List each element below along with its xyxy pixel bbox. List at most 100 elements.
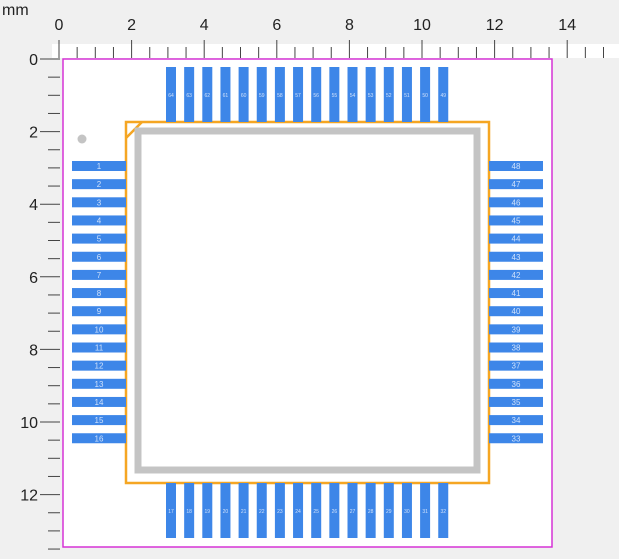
pad-rect	[220, 483, 231, 538]
pin-number: 26	[332, 509, 338, 515]
pad-rect	[489, 197, 543, 208]
pin-number: 45	[512, 216, 521, 225]
pin-number: 27	[350, 509, 356, 515]
pin-number: 19	[205, 509, 211, 515]
pin-number: 20	[223, 509, 229, 515]
pad-rect	[72, 360, 126, 371]
y-axis-label: 0	[29, 52, 38, 69]
pad-rect	[383, 483, 394, 538]
pad-left: 7	[72, 269, 126, 280]
pin-number: 23	[277, 509, 283, 515]
pin-number: 10	[95, 325, 104, 334]
pad-rect	[202, 67, 213, 122]
pad-bottom: 32	[438, 483, 449, 538]
pad-top: 57	[293, 67, 304, 122]
pad-left: 10	[72, 324, 126, 335]
pin-number: 3	[97, 198, 102, 207]
pad-rect	[329, 67, 340, 122]
pad-bottom: 21	[238, 483, 249, 538]
pad-rect	[72, 306, 126, 317]
pad-rect	[420, 67, 431, 122]
pad-rect	[401, 483, 412, 538]
pin-number: 38	[512, 344, 521, 353]
pad-top: 59	[256, 67, 267, 122]
board-outline	[62, 58, 553, 548]
y-axis-label: 8	[29, 342, 38, 359]
x-axis-label: 8	[345, 17, 354, 34]
pad-rect	[347, 67, 358, 122]
pad-bottom: 29	[383, 483, 394, 538]
pad-rect	[256, 67, 267, 122]
pad-rect	[293, 483, 304, 538]
pad-right: 37	[489, 360, 543, 371]
pad-right: 38	[489, 342, 543, 353]
pad-bottom: 17	[166, 483, 176, 538]
pad-top: 51	[401, 67, 412, 122]
pad-top: 63	[184, 67, 195, 122]
pad-rect	[489, 179, 543, 190]
pad-rect	[489, 324, 543, 335]
pad-left: 15	[72, 415, 126, 426]
pad-rect	[401, 67, 412, 122]
pad-bottom: 20	[220, 483, 231, 538]
units-label: mm	[2, 2, 29, 19]
pin-number: 64	[168, 93, 174, 99]
pad-top: 64	[166, 67, 176, 122]
pad-right: 35	[489, 396, 543, 407]
pin1-marker	[77, 134, 87, 144]
x-axis-label: 14	[558, 17, 576, 34]
pad-left: 14	[72, 396, 126, 407]
x-axis-label: 12	[486, 17, 504, 34]
pin-number: 21	[241, 509, 247, 515]
pad-rect	[489, 396, 543, 407]
pin-number: 34	[512, 416, 521, 425]
pad-right: 43	[489, 251, 543, 262]
y-axis-ticks	[40, 58, 60, 550]
pin-number: 59	[259, 93, 265, 99]
pin-number: 6	[97, 253, 102, 262]
pad-top: 62	[202, 67, 213, 122]
pin-number: 13	[95, 380, 104, 389]
pin-number: 58	[277, 93, 283, 99]
y-axis-label: 2	[29, 125, 38, 142]
pad-rect	[489, 342, 543, 353]
pad-right: 44	[489, 233, 543, 244]
pin-number: 5	[97, 235, 102, 244]
pin-number: 9	[97, 307, 102, 316]
pad-bottom: 24	[293, 483, 304, 538]
pad-right: 39	[489, 324, 543, 335]
pin-number: 11	[95, 344, 104, 353]
pad-bottom: 27	[347, 483, 358, 538]
pad-top: 49	[438, 67, 449, 122]
pad-right: 33	[489, 433, 543, 444]
pad-bottom: 26	[329, 483, 340, 538]
pad-right: 42	[489, 269, 543, 280]
pad-rect	[202, 483, 213, 538]
pad-right: 45	[489, 215, 543, 226]
pad-left: 9	[72, 306, 126, 317]
pin-number: 55	[332, 93, 338, 99]
pin-number: 40	[512, 307, 521, 316]
pad-rect	[72, 215, 126, 226]
pad-rect	[72, 179, 126, 190]
pin-number: 14	[95, 398, 104, 407]
pin-number: 46	[512, 198, 521, 207]
pad-top: 60	[238, 67, 249, 122]
pin-number: 35	[512, 398, 521, 407]
pad-rect	[293, 67, 304, 122]
pin-number: 7	[97, 271, 102, 280]
pad-rect	[489, 288, 543, 299]
pin-number: 4	[97, 216, 102, 225]
pad-rect	[72, 415, 126, 426]
pad-rect	[238, 483, 249, 538]
pin-number: 1	[97, 162, 102, 171]
silkscreen-outline	[124, 120, 491, 485]
top-ruler-strip	[52, 44, 619, 58]
pad-top: 52	[383, 67, 394, 122]
pad-rect	[329, 483, 340, 538]
pad-rect	[311, 67, 322, 122]
